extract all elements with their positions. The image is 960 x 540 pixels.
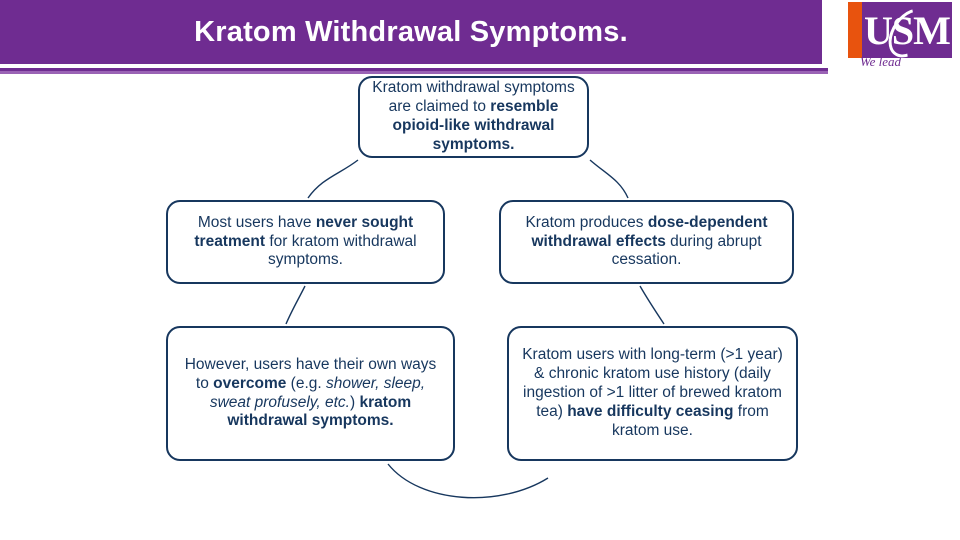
node-right-1: Kratom produces dose-dependent withdrawa…: [499, 200, 794, 284]
logo-tagline: We lead: [860, 54, 902, 69]
logo-letters: USM: [864, 7, 951, 53]
node-left-1-text: Most users have never sought treatment f…: [194, 213, 417, 269]
logo-plate: [862, 2, 952, 58]
logo-accent-bar: [848, 2, 862, 58]
node-left-1: Most users have never sought treatment f…: [166, 200, 445, 284]
node-left-2-text: However, users have their own ways to ov…: [184, 355, 437, 430]
connector-lines: [285, 159, 665, 499]
node-top-text: Kratom withdrawal symptoms are claimed t…: [372, 79, 575, 153]
node-right-2-text: Kratom users with long-term (>1 year) & …: [522, 346, 783, 439]
usm-logo: USM: [848, 0, 952, 66]
page-title: Kratom Withdrawal Symptoms.: [194, 15, 628, 48]
header-band: [0, 0, 822, 64]
node-left-2: However, users have their own ways to ov…: [166, 326, 455, 461]
diagram-canvas: Kratom withdrawal symptoms are claimed t…: [0, 74, 960, 540]
header-rule-highlight: [0, 71, 828, 74]
node-right-1-text: Kratom produces dose-dependent withdrawa…: [525, 213, 768, 269]
node-right-2: Kratom users with long-term (>1 year) & …: [507, 326, 798, 461]
node-top: Kratom withdrawal symptoms are claimed t…: [358, 76, 589, 158]
